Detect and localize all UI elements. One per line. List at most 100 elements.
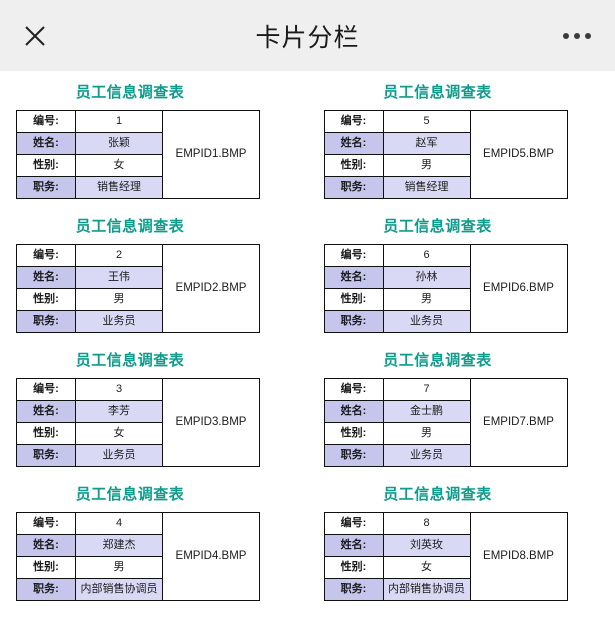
card-title: 员工信息调查表 bbox=[75, 352, 185, 369]
label-id: 编号: bbox=[323, 244, 384, 267]
value-name: 金士鹏 bbox=[382, 400, 471, 423]
card-title: 员工信息调查表 bbox=[75, 84, 185, 101]
value-id: 6 bbox=[382, 244, 471, 267]
value-position: 业务员 bbox=[75, 444, 163, 467]
value-name: 王伟 bbox=[75, 266, 163, 289]
table-row-name: 姓名:刘英玫 bbox=[323, 534, 567, 557]
close-icon[interactable] bbox=[18, 19, 52, 53]
table-row-gender: 性别:男 bbox=[323, 422, 567, 445]
value-id: 3 bbox=[75, 378, 163, 401]
value-name: 张颖 bbox=[75, 132, 163, 155]
label-position: 职务: bbox=[323, 310, 384, 333]
dot-3 bbox=[585, 32, 591, 39]
card-title: 员工信息调查表 bbox=[383, 352, 492, 369]
table-row-position: 职务:内部销售协调员 bbox=[16, 578, 260, 601]
value-id: 4 bbox=[75, 512, 163, 535]
label-gender: 性别: bbox=[16, 556, 76, 579]
label-position: 职务: bbox=[16, 176, 76, 199]
label-id: 编号: bbox=[16, 110, 76, 133]
label-id: 编号: bbox=[323, 512, 384, 535]
label-name: 姓名: bbox=[323, 266, 384, 289]
table-row-gender: 性别:男 bbox=[323, 288, 567, 311]
label-name: 姓名: bbox=[323, 534, 384, 557]
label-name: 姓名: bbox=[16, 400, 76, 423]
value-gender: 男 bbox=[382, 422, 471, 445]
employee-image-name: EMPID2.BMP bbox=[162, 244, 260, 333]
value-position: 业务员 bbox=[382, 444, 471, 467]
employee-image-name: EMPID3.BMP bbox=[162, 378, 260, 467]
employee-image-name: EMPID8.BMP bbox=[469, 512, 568, 601]
value-name: 孙林 bbox=[382, 266, 471, 289]
label-gender: 性别: bbox=[323, 154, 384, 177]
value-id: 7 bbox=[382, 378, 471, 401]
employee-image-name: EMPID5.BMP bbox=[469, 110, 568, 199]
label-position: 职务: bbox=[323, 444, 384, 467]
value-position: 业务员 bbox=[382, 310, 471, 333]
employee-image-name: EMPID6.BMP bbox=[469, 244, 568, 333]
label-position: 职务: bbox=[16, 310, 76, 333]
value-id: 8 bbox=[382, 512, 471, 535]
label-gender: 性别: bbox=[323, 422, 384, 445]
value-position: 销售经理 bbox=[75, 176, 163, 199]
table-row-gender: 性别:女 bbox=[16, 154, 260, 177]
label-id: 编号: bbox=[323, 378, 384, 401]
dot-1 bbox=[563, 32, 569, 39]
label-gender: 性别: bbox=[16, 422, 76, 445]
value-gender: 女 bbox=[382, 556, 471, 579]
table-row-position: 职务:业务员 bbox=[323, 444, 567, 467]
table-row-name: 姓名:张颖 bbox=[16, 132, 260, 155]
value-position: 内部销售协调员 bbox=[382, 578, 471, 601]
card-title: 员工信息调查表 bbox=[75, 218, 185, 235]
table-row-position: 职务:业务员 bbox=[16, 444, 260, 467]
table-row-gender: 性别:女 bbox=[16, 422, 260, 445]
table-row-name: 姓名:孙林 bbox=[323, 266, 567, 289]
value-name: 郑建杰 bbox=[75, 534, 163, 557]
label-name: 姓名: bbox=[16, 266, 76, 289]
table-row-position: 职务:销售经理 bbox=[16, 176, 260, 199]
label-position: 职务: bbox=[323, 578, 384, 601]
value-id: 1 bbox=[75, 110, 163, 133]
more-options-icon[interactable] bbox=[557, 22, 597, 50]
label-name: 姓名: bbox=[16, 534, 76, 557]
label-id: 编号: bbox=[16, 244, 76, 267]
card-title: 员工信息调查表 bbox=[383, 486, 492, 503]
card-title: 员工信息调查表 bbox=[383, 84, 492, 101]
value-name: 赵军 bbox=[382, 132, 471, 155]
table-row-gender: 性别:女 bbox=[323, 556, 567, 579]
card-title: 员工信息调查表 bbox=[383, 218, 492, 235]
value-id: 2 bbox=[75, 244, 163, 267]
label-name: 姓名: bbox=[16, 132, 76, 155]
value-name: 刘英玫 bbox=[382, 534, 471, 557]
table-row-position: 职务:业务员 bbox=[323, 310, 567, 333]
value-id: 5 bbox=[382, 110, 471, 133]
dot-2 bbox=[574, 32, 580, 39]
label-position: 职务: bbox=[16, 444, 76, 467]
value-gender: 女 bbox=[75, 154, 163, 177]
value-gender: 男 bbox=[75, 556, 163, 579]
label-id: 编号: bbox=[16, 378, 76, 401]
